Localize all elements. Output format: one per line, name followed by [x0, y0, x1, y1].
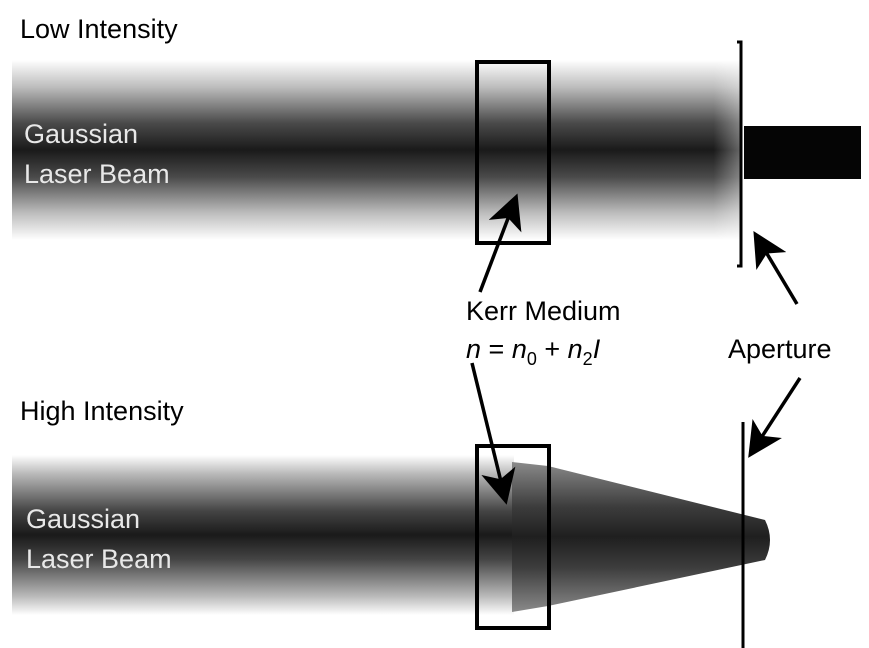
kerr-equation: n = n0 + n2I	[466, 334, 601, 369]
high-focusing-cone	[512, 462, 770, 612]
high-intensity-panel: High Intensity Gaussian Laser Beam	[12, 396, 770, 648]
low-beam-label-line2: Laser Beam	[24, 159, 170, 189]
high-beam-label-line1: Gaussian	[26, 504, 140, 534]
low-transmitted-beam	[744, 126, 861, 179]
eq-n2-sub: 2	[583, 349, 593, 369]
kerr-medium-label: Kerr Medium	[466, 296, 621, 326]
eq-n: n	[466, 334, 481, 364]
kerr-medium-callout: Kerr Medium n = n0 + n2I	[466, 193, 621, 505]
eq-equals: =	[481, 334, 512, 364]
kerr-arrow-up	[478, 193, 522, 293]
eq-intensity: I	[593, 334, 601, 364]
low-intensity-heading: Low Intensity	[20, 14, 178, 44]
low-beam-label-line1: Gaussian	[24, 119, 138, 149]
eq-n0-sub: 0	[527, 349, 537, 369]
aperture-label: Aperture	[728, 334, 832, 364]
eq-n0-base: n	[512, 334, 527, 364]
high-kerr-medium-box	[475, 444, 551, 630]
eq-plus: +	[537, 334, 568, 364]
kerr-arrow-down	[470, 362, 516, 505]
high-gaussian-beam	[12, 455, 514, 615]
aperture-arrow-up	[753, 230, 799, 305]
high-intensity-heading: High Intensity	[20, 396, 184, 426]
low-intensity-panel: Low Intensity Gaussian Laser Beam	[12, 14, 861, 268]
high-beam-label-line2: Laser Beam	[26, 544, 172, 574]
low-beam-fade	[600, 60, 742, 240]
low-aperture-bracket	[737, 40, 743, 268]
low-kerr-medium-box	[475, 60, 551, 245]
eq-n2-base: n	[568, 334, 583, 364]
aperture-callout: Aperture	[728, 230, 832, 458]
aperture-arrow-down	[748, 377, 802, 458]
